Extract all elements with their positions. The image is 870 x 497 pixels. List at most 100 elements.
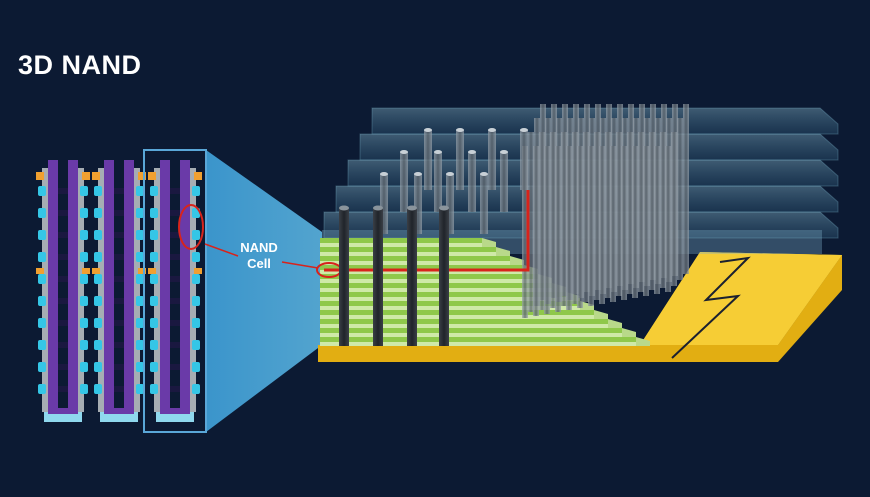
word-line-layer xyxy=(320,274,538,279)
pillar-cap xyxy=(407,205,417,211)
stair-step xyxy=(510,256,524,265)
string-outer-right xyxy=(78,168,84,412)
channel-pillar-ghost xyxy=(654,146,660,294)
red-circle-marker xyxy=(178,204,204,250)
string-cap-left xyxy=(36,172,44,180)
stair-step xyxy=(496,247,510,256)
pillar-cap xyxy=(414,172,422,176)
cell-left xyxy=(94,340,102,350)
pillar-cap xyxy=(373,205,383,211)
cell-right xyxy=(136,274,144,284)
cell-gap xyxy=(58,188,68,194)
string-gate-left xyxy=(160,160,170,412)
string-cap-right xyxy=(138,172,146,180)
channel-pillar-ghost xyxy=(555,146,561,312)
cell-right xyxy=(136,252,144,262)
cell-right xyxy=(192,384,200,394)
channel-pillar-mid xyxy=(468,152,476,212)
channel-pillar-ghost xyxy=(599,146,605,304)
cell-gap xyxy=(114,364,124,370)
cell-left xyxy=(150,230,158,240)
string-outer-right xyxy=(134,168,140,412)
cell-gap xyxy=(170,298,180,304)
cell-right xyxy=(80,318,88,328)
channel-pillar-ghost xyxy=(605,132,611,298)
string-gate-left xyxy=(48,160,58,412)
string-cross-sections xyxy=(36,160,202,422)
cell-gap xyxy=(114,342,124,348)
cell-right xyxy=(136,340,144,350)
channel-pillar-ghost xyxy=(616,132,622,296)
string-base xyxy=(44,412,82,422)
nand-cell-label-line2: Cell xyxy=(247,256,271,271)
cell-left xyxy=(38,274,46,284)
pillar-cap xyxy=(424,128,432,132)
string-1 xyxy=(36,160,90,422)
cell-left xyxy=(94,318,102,328)
cell-left xyxy=(38,208,46,218)
cell-left xyxy=(38,230,46,240)
cell-left xyxy=(94,252,102,262)
cell-right xyxy=(192,186,200,196)
cell-right xyxy=(192,318,200,328)
string-cap-right xyxy=(194,172,202,180)
cell-right xyxy=(80,274,88,284)
cell-gap xyxy=(58,298,68,304)
channel-pillar-ghost xyxy=(561,132,567,306)
insulator-layer xyxy=(320,333,622,337)
word-line-layer xyxy=(320,283,552,288)
channel-pillar-ghost xyxy=(643,146,649,296)
string-cap-mid-right xyxy=(194,268,202,274)
channel-pillar-ghost xyxy=(683,104,689,274)
stair-step xyxy=(608,319,622,328)
cell-gap xyxy=(170,254,180,260)
cell-left xyxy=(150,340,158,350)
cell-gap xyxy=(58,342,68,348)
insulator-layer xyxy=(320,279,538,283)
channel-pillar-mid xyxy=(424,130,432,190)
channel-pillar-mid xyxy=(414,174,422,234)
cell-gap xyxy=(114,188,124,194)
cell-gap xyxy=(58,320,68,326)
string-cap-mid-right xyxy=(82,268,90,274)
channel-pillar-ghost xyxy=(533,146,539,316)
string-cap-mid-left xyxy=(92,268,100,274)
string-outer-left xyxy=(154,168,160,412)
cell-gap xyxy=(170,232,180,238)
cell-gap xyxy=(170,320,180,326)
cell-right xyxy=(192,252,200,262)
channel-pillar-ghost xyxy=(522,146,528,318)
cell-left xyxy=(38,186,46,196)
cell-right xyxy=(192,230,200,240)
channel-pillar-ghost xyxy=(550,132,556,308)
cell-left xyxy=(38,252,46,262)
pillar-cap xyxy=(380,172,388,176)
channel-pillar-ghost xyxy=(660,132,666,288)
cell-gap xyxy=(170,276,180,282)
word-line-layer xyxy=(320,319,608,324)
cell-right xyxy=(136,318,144,328)
cell-left xyxy=(38,296,46,306)
string-gate-right xyxy=(68,160,78,412)
pillar-cap xyxy=(446,172,454,176)
string-outer-left xyxy=(98,168,104,412)
cell-left xyxy=(38,318,46,328)
channel-pillar-ghost xyxy=(649,132,655,290)
nand-3d-block xyxy=(316,104,842,362)
cell-gap xyxy=(58,210,68,216)
cell-left xyxy=(94,362,102,372)
pillar-cap xyxy=(400,150,408,154)
highlighted-word-line xyxy=(324,190,530,272)
channel-pillar-front xyxy=(439,208,449,346)
pillar-cap xyxy=(439,205,449,211)
zoom-projection xyxy=(206,150,322,432)
cell-left xyxy=(94,230,102,240)
cell-left xyxy=(94,384,102,394)
cell-left xyxy=(94,208,102,218)
channel-pillar-mid xyxy=(380,174,388,234)
channel-pillar-ghost xyxy=(632,146,638,298)
word-line-layer xyxy=(320,310,594,315)
channel-pillar-ghost xyxy=(544,146,550,314)
cell-left xyxy=(150,274,158,284)
page-title: 3D NAND xyxy=(18,50,142,80)
